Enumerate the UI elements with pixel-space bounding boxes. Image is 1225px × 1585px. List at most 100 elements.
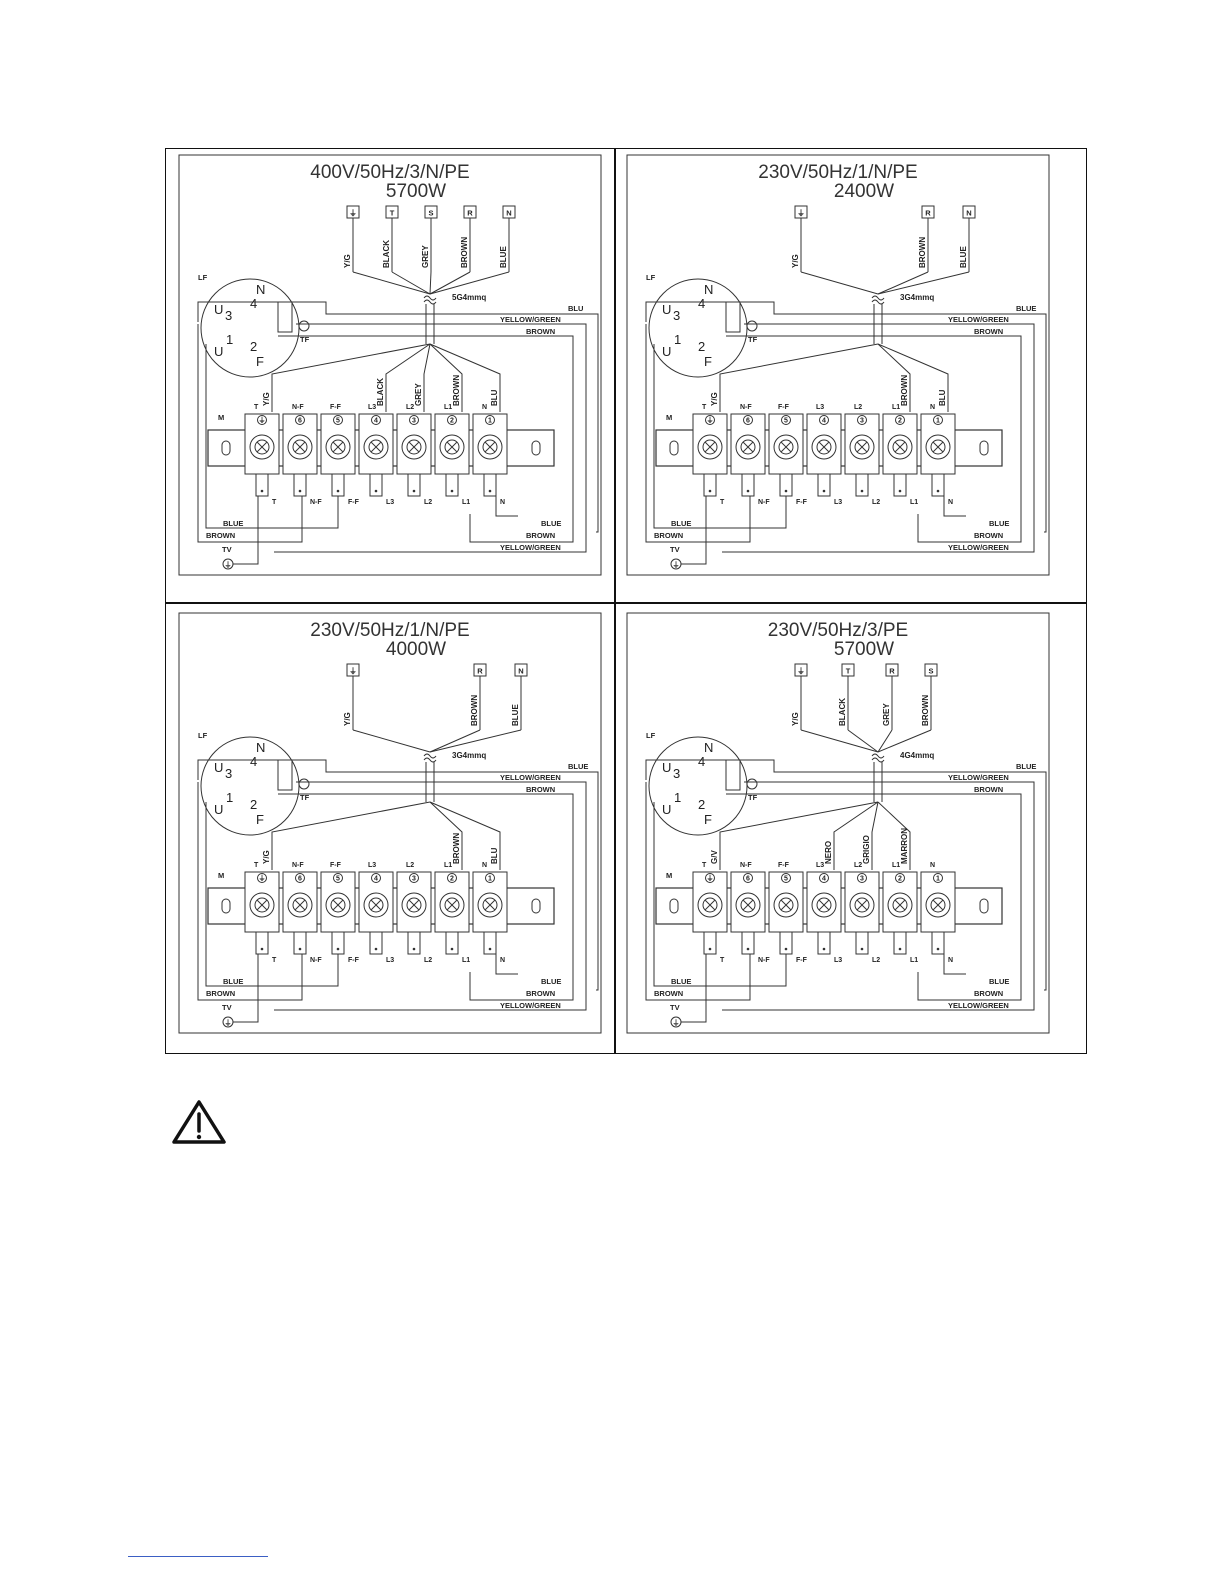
source-wire-converge bbox=[429, 271, 510, 295]
cable-break-symbol bbox=[423, 753, 437, 763]
right-wire-label: BROWN bbox=[974, 785, 1003, 794]
bottom-right-wire-label: BLUE bbox=[989, 519, 1009, 528]
tf-label: TF bbox=[300, 335, 310, 344]
screw-slot bbox=[408, 899, 420, 911]
source-wire-converge bbox=[877, 729, 893, 753]
terminal-screw bbox=[249, 434, 275, 460]
m-label: M bbox=[666, 413, 672, 422]
source-wire-converge bbox=[429, 729, 522, 753]
screw-slot bbox=[856, 899, 868, 911]
terminal-bottom-label: F-F bbox=[796, 499, 808, 506]
switch-3-label: 3 bbox=[225, 766, 232, 781]
terminal-number: 1 bbox=[936, 876, 940, 883]
m-label: M bbox=[218, 413, 224, 422]
terminal-bottom-label: L3 bbox=[386, 499, 394, 506]
block-wire-color-label: Y/G bbox=[710, 392, 719, 406]
grid-horizontal-divider bbox=[166, 602, 1086, 604]
lug-dot bbox=[860, 489, 864, 493]
terminal-screw-head bbox=[816, 439, 832, 455]
terminal-screw-head bbox=[892, 439, 908, 455]
switch-u-label: U bbox=[662, 760, 671, 775]
cable-spec-label: 5G4mmq bbox=[452, 293, 486, 302]
lug-dot bbox=[936, 489, 940, 493]
block-wire-color-label: BLU bbox=[490, 389, 499, 406]
switch-2-label: 2 bbox=[250, 339, 257, 354]
thermostat-body bbox=[277, 301, 293, 333]
terminal-screw bbox=[773, 434, 799, 460]
terminal-screw-head bbox=[778, 897, 794, 913]
right-wire-label: BLUE bbox=[1016, 304, 1036, 313]
switch-n-label: N bbox=[704, 282, 713, 297]
lug-dot bbox=[708, 947, 712, 951]
screw-slot bbox=[256, 441, 268, 453]
grid-vertical-divider bbox=[614, 149, 616, 1053]
terminal-number: 6 bbox=[746, 418, 750, 425]
terminal-number: 6 bbox=[746, 876, 750, 883]
source-wire-converge bbox=[877, 271, 929, 295]
right-wire-label: BLU bbox=[568, 304, 583, 313]
source-wire-converge bbox=[877, 729, 932, 753]
terminal-number: 3 bbox=[412, 418, 416, 425]
source-terminal-label: ⏚ bbox=[349, 209, 357, 218]
block-wire bbox=[429, 801, 501, 870]
terminal-top-label: L3 bbox=[816, 404, 824, 411]
terminal-number-badge bbox=[781, 415, 791, 425]
terminal-lug bbox=[779, 931, 793, 955]
lug-dot bbox=[260, 489, 264, 493]
terminal-number: 6 bbox=[298, 876, 302, 883]
terminal-bottom-label: L1 bbox=[462, 499, 470, 506]
terminal-top-label: T bbox=[254, 862, 259, 869]
terminal-bottom-label: N-F bbox=[758, 957, 770, 964]
block-wire bbox=[423, 343, 431, 412]
terminal-screw-head bbox=[406, 897, 422, 913]
terminal-screw-head bbox=[254, 897, 270, 913]
source-wire-converge bbox=[352, 271, 431, 295]
voltage-title: 230V/50Hz/1/N/PE bbox=[310, 620, 469, 641]
terminal-lug bbox=[703, 473, 717, 497]
lug-dot bbox=[298, 947, 302, 951]
terminal-number: ⏚ bbox=[707, 875, 714, 883]
lf-switch-circle bbox=[648, 736, 748, 836]
terminal-screw bbox=[249, 892, 275, 918]
terminal-screw bbox=[325, 892, 351, 918]
cable-spec-label: 4G4mmq bbox=[900, 751, 934, 760]
tv-ground-glyph: ⏚ bbox=[673, 1019, 680, 1027]
source-wire-converge bbox=[429, 729, 481, 753]
screw-slot bbox=[370, 441, 382, 453]
power-title: 4000W bbox=[386, 639, 446, 660]
screw-slot bbox=[894, 441, 906, 453]
terminal-lug bbox=[483, 473, 497, 497]
terminal-number: 1 bbox=[488, 418, 492, 425]
terminal-number: 2 bbox=[898, 418, 902, 425]
terminal-top-label: F-F bbox=[778, 404, 790, 411]
terminal-bottom-label: N-F bbox=[758, 499, 770, 506]
terminal-number-badge bbox=[447, 415, 457, 425]
screw-slot bbox=[742, 899, 754, 911]
lug-dot bbox=[708, 489, 712, 493]
terminal-number-badge bbox=[257, 415, 267, 425]
terminal-number: 3 bbox=[860, 418, 864, 425]
routing-wire-yellow-green bbox=[722, 323, 1035, 553]
panel-frame bbox=[178, 154, 602, 576]
bottom-right-wire-label: BLUE bbox=[541, 977, 561, 986]
terminal-top-label: N bbox=[482, 404, 487, 411]
terminal-lug bbox=[255, 931, 269, 955]
terminal-top-label: T bbox=[702, 404, 707, 411]
terminal-screw-head bbox=[854, 897, 870, 913]
bottom-left-wire-label: BROWN bbox=[654, 989, 683, 998]
switch-u-label: U bbox=[214, 302, 223, 317]
screw-slot bbox=[780, 441, 792, 453]
terminal-lug bbox=[483, 931, 497, 955]
terminal-screw-head bbox=[444, 439, 460, 455]
source-wire-converge bbox=[429, 271, 432, 295]
rail-slot bbox=[669, 898, 679, 914]
terminal-screw bbox=[811, 434, 837, 460]
terminal-screw bbox=[325, 434, 351, 460]
terminal-screw bbox=[849, 892, 875, 918]
tf-label: TF bbox=[748, 793, 758, 802]
cable-break-symbol bbox=[423, 295, 437, 305]
screw-slot bbox=[446, 899, 458, 911]
terminal-bottom-label: L2 bbox=[424, 499, 432, 506]
bottom-right-wire-label: BROWN bbox=[526, 989, 555, 998]
